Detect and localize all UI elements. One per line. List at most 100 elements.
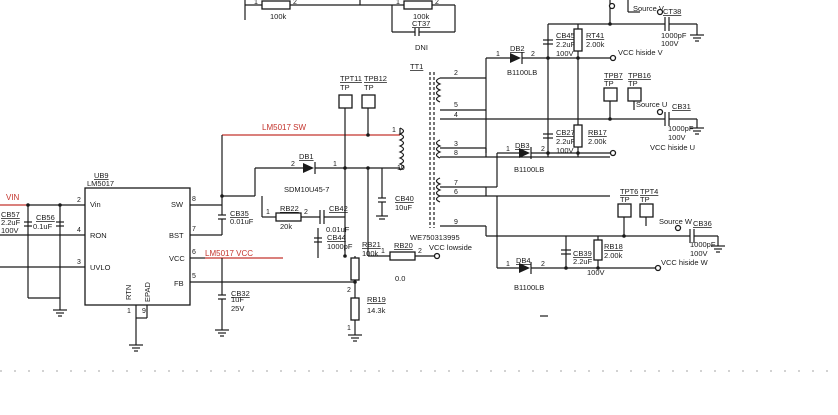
svg-text:7: 7 [192,226,196,233]
diode-db1[interactable] [303,163,314,173]
rt37-value: 100k [413,12,430,21]
cb45-ref: CB45 [556,31,575,40]
ct37-ref: CT37 [412,19,430,28]
ct37-value: DNI [415,43,428,52]
resistor-rb21[interactable] [350,257,360,281]
rb22-value: 20k [280,222,292,231]
db4-value: B1100LB [514,283,544,292]
svg-text:2: 2 [347,287,351,294]
svg-text:2: 2 [541,261,545,268]
resistor-rb20[interactable] [389,251,416,261]
svg-text:4: 4 [77,227,81,234]
cb40-value: 10uF [395,203,413,212]
tpt6-ref: TPT6 [620,187,638,196]
channel-u: TPB7 TP TPB16 TP Source U CB31 1000pF 10… [485,71,704,188]
svg-text:4: 4 [454,112,458,119]
rb21-value: 100k [362,249,379,258]
resistor-rt36[interactable] [261,0,291,10]
tpb7-ref: TPB7 [604,71,623,80]
ic-pin-vin: Vin [90,200,101,209]
transformer-tt1[interactable]: TT1 1 10 WE750313995 2 5 4 3 8 7 6 9 [392,62,610,242]
rb17-value: 2.00k [588,137,607,146]
tt1-ref: TT1 [410,62,423,71]
svg-text:1: 1 [392,127,396,134]
cb32-value: 1uF [231,295,244,304]
tpb16-ref: TPB16 [628,71,651,80]
resistor-rb22[interactable] [275,212,302,222]
svg-text:5: 5 [192,273,196,280]
cb42-value: 0.01uF [326,225,350,234]
resistor-rb19[interactable] [350,297,360,321]
net-source-u: Source U [636,100,667,109]
cb40-ref: CB40 [395,194,414,203]
svg-text:9: 9 [454,219,458,226]
ic-pin-vcc: VCC [169,254,185,263]
rb19-value: 14.3k [367,306,386,315]
svg-text:1: 1 [506,146,510,153]
net-vcc-lowside: VCC lowside [429,243,472,252]
testpoint-tpt4[interactable] [639,203,654,218]
testpoint-tpb7[interactable] [603,87,618,102]
svg-text:1: 1 [506,261,510,268]
testpoint-tpt6[interactable] [617,203,632,218]
db2-value: B1100LB [507,68,537,77]
net-lm-sw: LM5017 SW [262,123,306,132]
net-source-v: Source V [633,4,664,13]
diode-db3[interactable] [519,148,530,158]
resistor-rb17[interactable] [573,124,583,148]
svg-text:2: 2 [291,161,295,168]
tpt11-ref: TPT11 [340,74,362,83]
testpoint-tpb12[interactable] [361,94,376,109]
rb18-ref: RB18 [604,242,623,251]
net-lm-vcc: LM5017 VCC [205,249,253,258]
tpt11-value: TP [340,83,350,92]
testpoint-tpt11[interactable] [338,94,353,109]
diode-db2[interactable] [510,53,521,63]
resistor-rb18[interactable] [593,239,603,261]
net-vcc-hiside-w: VCC hiside W [661,258,709,267]
db3-value: B1100LB [514,165,544,174]
rb20-value: 0.0 [395,274,405,283]
tt1-part: WE750313995 [410,233,460,242]
ct38-ref: CT38 [663,7,681,16]
cb44-value: 1000pF [327,242,353,251]
svg-text:2: 2 [435,0,439,6]
cb42-ref: CB42 [329,204,348,213]
cb36-voltage: 100V [690,249,708,258]
svg-text:5: 5 [454,102,458,109]
input-section: VIN 2 CB57 2.2uF 100V CB56 0.1uF 4 3 [0,193,85,317]
resistor-rt37[interactable] [403,0,433,10]
rb20-ref: RB20 [394,241,413,250]
cb31-voltage: 100V [668,133,686,142]
cb57-value: 2.2uF [1,218,21,227]
diode-db4[interactable] [519,263,530,273]
svg-text:2: 2 [418,248,422,255]
net-vin: VIN [6,193,20,202]
rt36-value: 100k [270,12,287,21]
rb18-value: 2.00k [604,251,623,260]
svg-text:2: 2 [541,146,545,153]
cb56-value: 0.1uF [33,222,53,231]
svg-text:10: 10 [397,165,405,172]
ic-pin-fb: FB [174,279,184,288]
tpb16-value: TP [628,79,638,88]
svg-text:8: 8 [454,150,458,157]
svg-text:7: 7 [454,180,458,187]
svg-text:6: 6 [192,249,196,256]
ic-pin-ron: RON [90,231,107,240]
ic-lm5017[interactable]: UB9 LM5017 Vin RON UVLO SW BST VCC FB RT… [84,171,355,352]
cb56-ref: CB56 [36,213,55,222]
ic-part: LM5017 [87,179,114,188]
svg-text:1: 1 [381,248,385,255]
rb19-ref: RB19 [367,295,386,304]
svg-text:1: 1 [496,51,500,58]
resistor-rt41[interactable] [573,28,583,52]
svg-text:2: 2 [304,209,308,216]
cb32-voltage: 25V [231,304,244,313]
channel-w: TPT6 TP TPT4 TP Source W CB36 1000pF 100… [485,110,725,317]
svg-text:1: 1 [254,0,258,6]
cb45-value: 2.2uF [556,40,576,49]
tpb7-value: TP [604,79,614,88]
svg-text:2: 2 [531,51,535,58]
rt41-ref: RT41 [586,31,604,40]
